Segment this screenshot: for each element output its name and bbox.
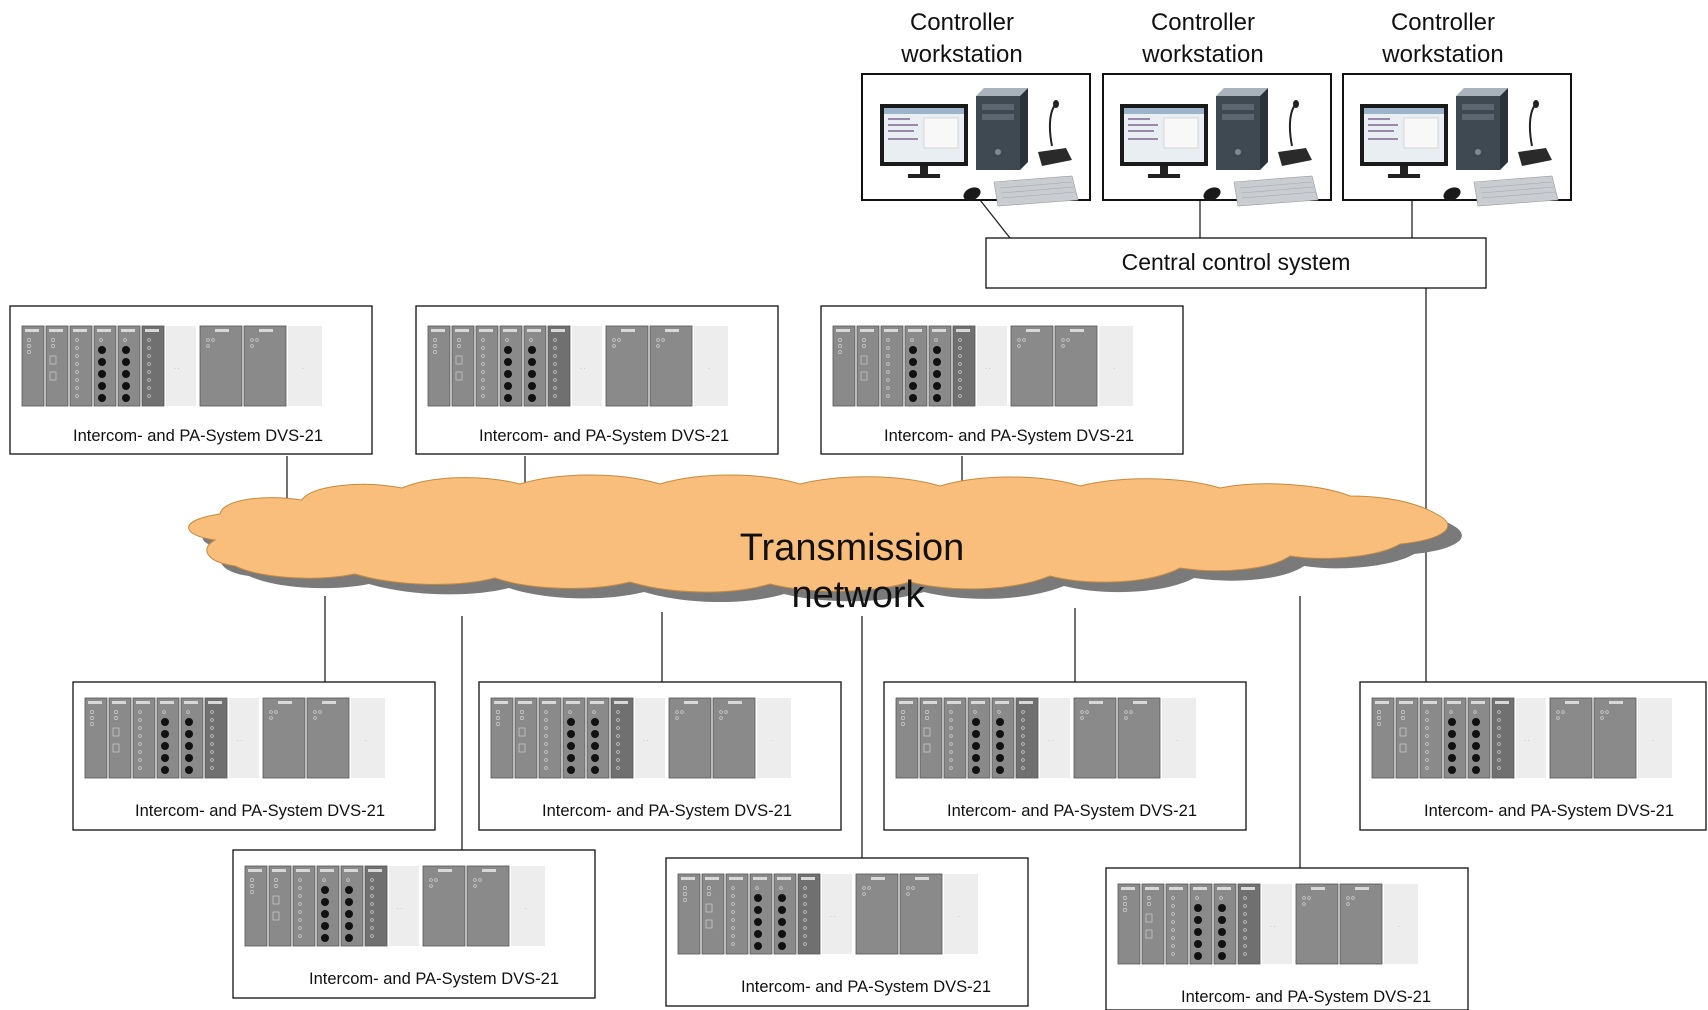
device-3: Intercom- and PA-System DVS-21 bbox=[820, 305, 1184, 455]
rack-illustration bbox=[21, 325, 323, 407]
rack-illustration bbox=[490, 697, 792, 779]
rack-illustration bbox=[677, 873, 979, 955]
device-label: Intercom- and PA-System DVS-21 bbox=[479, 427, 729, 445]
device-9: Intercom- and PA-System DVS-21 bbox=[1105, 867, 1469, 1010]
workstation-2: Controller workstation bbox=[1102, 9, 1332, 207]
network-label-line2: network bbox=[791, 574, 925, 616]
device-label: Intercom- and PA-System DVS-21 bbox=[1181, 988, 1431, 1006]
device-label: Intercom- and PA-System DVS-21 bbox=[947, 802, 1197, 820]
device-label: Intercom- and PA-System DVS-21 bbox=[1424, 802, 1674, 820]
device-label: Intercom- and PA-System DVS-21 bbox=[309, 970, 559, 988]
workstation-3: Controller workstation bbox=[1342, 9, 1572, 207]
device-8: Intercom- and PA-System DVS-21 bbox=[665, 857, 1029, 1007]
device-6: Intercom- and PA-System DVS-21 bbox=[883, 681, 1247, 831]
device-label: Intercom- and PA-System DVS-21 bbox=[884, 427, 1134, 445]
device-label: Intercom- and PA-System DVS-21 bbox=[135, 802, 385, 820]
workstation-label-line1: Controller bbox=[1151, 9, 1255, 36]
device-2: Intercom- and PA-System DVS-21 bbox=[415, 305, 779, 455]
rack-illustration bbox=[1371, 697, 1673, 779]
rack-illustration bbox=[84, 697, 386, 779]
device-10: Intercom- and PA-System DVS-21 bbox=[1359, 681, 1707, 831]
workstation-label-line2: workstation bbox=[1381, 41, 1503, 68]
device-label: Intercom- and PA-System DVS-21 bbox=[542, 802, 792, 820]
workstation-label-line2: workstation bbox=[900, 41, 1022, 68]
workstation-1: Controller workstation bbox=[861, 9, 1091, 207]
workstation-label-line1: Controller bbox=[1391, 9, 1495, 36]
device-7: Intercom- and PA-System DVS-21 bbox=[232, 849, 596, 999]
central-control-label: Central control system bbox=[1122, 249, 1351, 275]
device-label: Intercom- and PA-System DVS-21 bbox=[741, 978, 991, 996]
rack-illustration bbox=[244, 865, 546, 947]
device-1: Intercom- and PA-System DVS-21 bbox=[9, 305, 373, 455]
rack-illustration bbox=[895, 697, 1197, 779]
rack-illustration bbox=[832, 325, 1134, 407]
central-control-system: Central control system bbox=[985, 237, 1487, 289]
transmission-network-cloud: Transmission network bbox=[188, 474, 1462, 616]
rack-illustration bbox=[1117, 883, 1419, 965]
device-4: Intercom- and PA-System DVS-21 bbox=[72, 681, 436, 831]
workstation-label-line2: workstation bbox=[1141, 41, 1263, 68]
network-label-line1: Transmission bbox=[740, 527, 965, 569]
workstation-label-line1: Controller bbox=[910, 9, 1014, 36]
device-5: Intercom- and PA-System DVS-21 bbox=[478, 681, 842, 831]
device-label: Intercom- and PA-System DVS-21 bbox=[73, 427, 323, 445]
rack-illustration bbox=[427, 325, 729, 407]
link-ws1-ccs bbox=[979, 199, 1011, 239]
